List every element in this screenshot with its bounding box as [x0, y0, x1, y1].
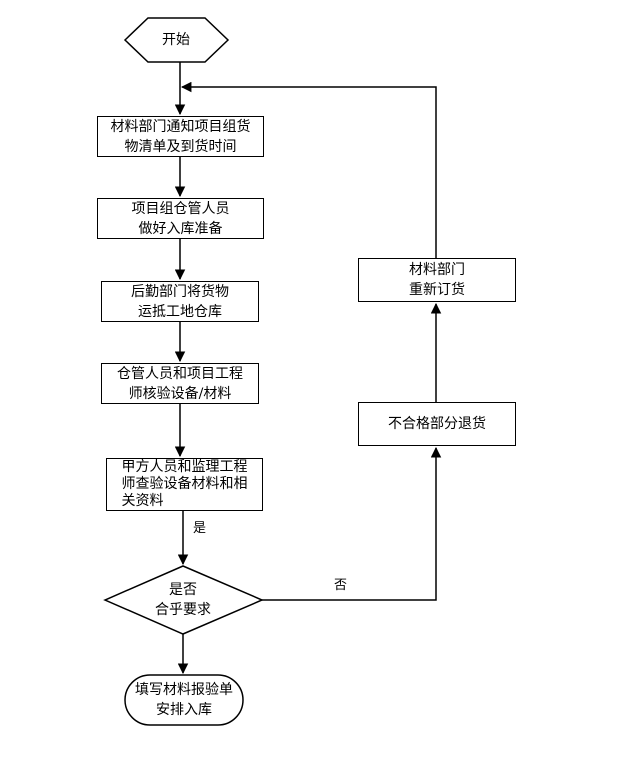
no-branch-label: 否 [334, 578, 348, 593]
start-node-shape [123, 17, 230, 63]
step-verify-label: 仓管人员和项目工程 师核验设备/材料 [117, 365, 243, 402]
reject-label: 不合格部分退货 [388, 416, 486, 432]
step-notify-label: 材料部门通知项目组货 物清单及到货时间 [110, 118, 251, 155]
arrow-decision-to-reject [262, 446, 442, 601]
step-inspect-node: 甲方人员和监理工程 师查验设备材料和相 关资料 [106, 458, 263, 511]
step-prepare-label: 项目组仓管人员 做好入库准备 [131, 200, 230, 237]
reorder-label: 材料部门 重新订货 [409, 262, 465, 298]
reject-node: 不合格部分退货 [358, 402, 516, 446]
reorder-node: 材料部门 重新订货 [358, 258, 516, 302]
decision-label: 是否 合乎要求 [155, 582, 211, 618]
start-node-label: 开始 [162, 32, 190, 48]
step-notify-node: 材料部门通知项目组货 物清单及到货时间 [97, 116, 264, 157]
step-verify-node: 仓管人员和项目工程 师核验设备/材料 [101, 363, 259, 404]
yes-branch-label: 是 [193, 521, 207, 536]
end-node-shape [124, 674, 244, 726]
start-node: 开始 [140, 20, 212, 60]
step-inspect-label: 甲方人员和监理工程 师查验设备材料和相 关资料 [121, 459, 248, 509]
end-label: 填写材料报验单 安排入库 [135, 682, 233, 718]
step-deliver-label: 后勤部门将货物 运抵工地仓库 [131, 283, 229, 320]
arrow-reorder-to-step1 [180, 81, 437, 258]
step-prepare-node: 项目组仓管人员 做好入库准备 [97, 198, 264, 239]
step-deliver-node: 后勤部门将货物 运抵工地仓库 [101, 281, 259, 322]
end-node: 填写材料报验单 安排入库 [127, 677, 241, 723]
decision-node: 是否 合乎要求 [140, 578, 226, 622]
